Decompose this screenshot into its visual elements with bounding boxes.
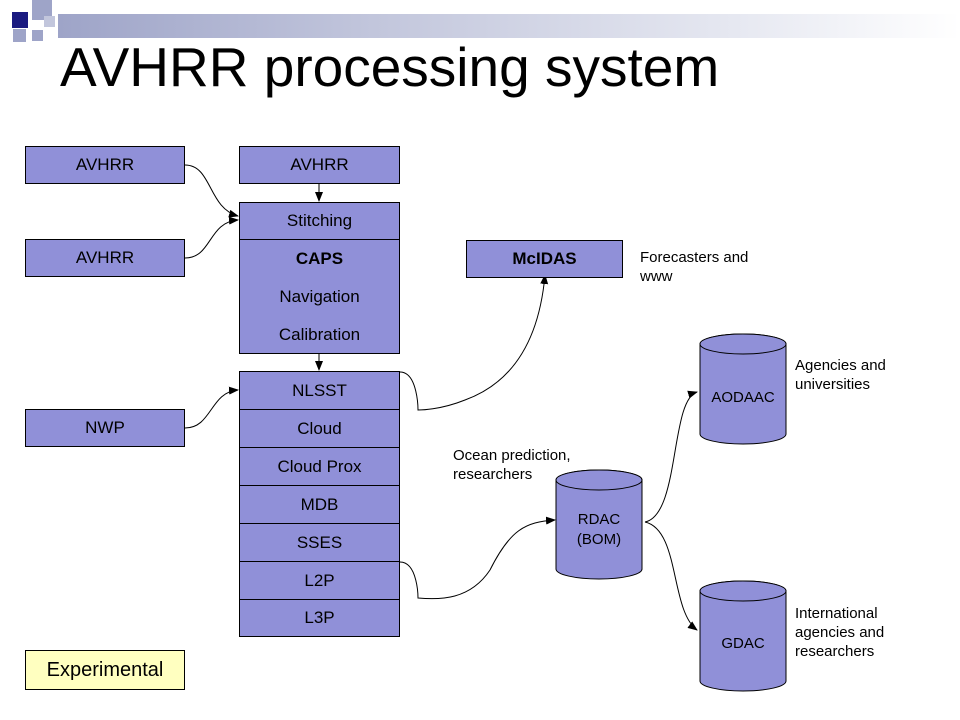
mdb-box: MDB: [239, 485, 400, 523]
nlsst-box: NLSST: [239, 371, 400, 409]
aodaac-label: AODAAC: [711, 389, 775, 406]
header-square-light: [44, 16, 55, 27]
rdac-label-line: RDAC: [577, 511, 621, 528]
annotation-line: International: [795, 605, 878, 622]
cloud-box: Cloud: [239, 409, 400, 447]
ocean-annotation: Ocean prediction, researchers: [453, 446, 571, 484]
navigation-box: Navigation: [239, 278, 400, 316]
cloud-prox-box: Cloud Prox: [239, 447, 400, 485]
annotation-line: www: [640, 268, 673, 285]
header-gradient-bar: [58, 14, 960, 38]
gdac-label: GDAC: [721, 635, 765, 652]
l3p-box: L3P: [239, 599, 400, 637]
annotation-line: Agencies and: [795, 357, 886, 374]
annotation-line: Forecasters and: [640, 249, 749, 266]
nwp-input-box: NWP: [25, 409, 185, 447]
header-square-dark: [12, 12, 28, 28]
l2p-box: L2P: [239, 561, 400, 599]
page-title: AVHRR processing system: [60, 36, 720, 98]
annotation-line: universities: [795, 376, 871, 393]
stitching-box: Stitching: [239, 202, 400, 240]
calibration-box: Calibration: [239, 316, 400, 354]
avhrr-input-box: AVHRR: [25, 239, 185, 277]
header-square-light: [13, 29, 26, 42]
experimental-badge: Experimental: [25, 650, 185, 690]
annotation-line: agencies and: [795, 624, 885, 641]
rdac-label: RDAC (BOM): [556, 510, 642, 550]
caps-box: CAPS: [239, 240, 400, 278]
mcidas-box: McIDAS: [466, 240, 623, 278]
header-square-light: [32, 30, 43, 41]
aodaac-database-icon: [699, 333, 787, 355]
gdac-database-icon: [699, 580, 787, 602]
international-annotation: International agencies and researchers: [795, 604, 884, 661]
rdac-label-line: (BOM): [576, 531, 622, 548]
avhrr-input-box: AVHRR: [25, 146, 185, 184]
agencies-annotation: Agencies and universities: [795, 356, 886, 394]
sses-box: SSES: [239, 523, 400, 561]
annotation-line: researchers: [795, 643, 875, 660]
forecasters-annotation: Forecasters and www: [640, 248, 748, 286]
annotation-line: researchers: [453, 466, 533, 483]
annotation-line: Ocean prediction,: [453, 447, 571, 464]
avhrr-input-box: AVHRR: [239, 146, 400, 184]
header-square-light: [32, 0, 52, 20]
rdac-database-icon: [555, 469, 643, 491]
